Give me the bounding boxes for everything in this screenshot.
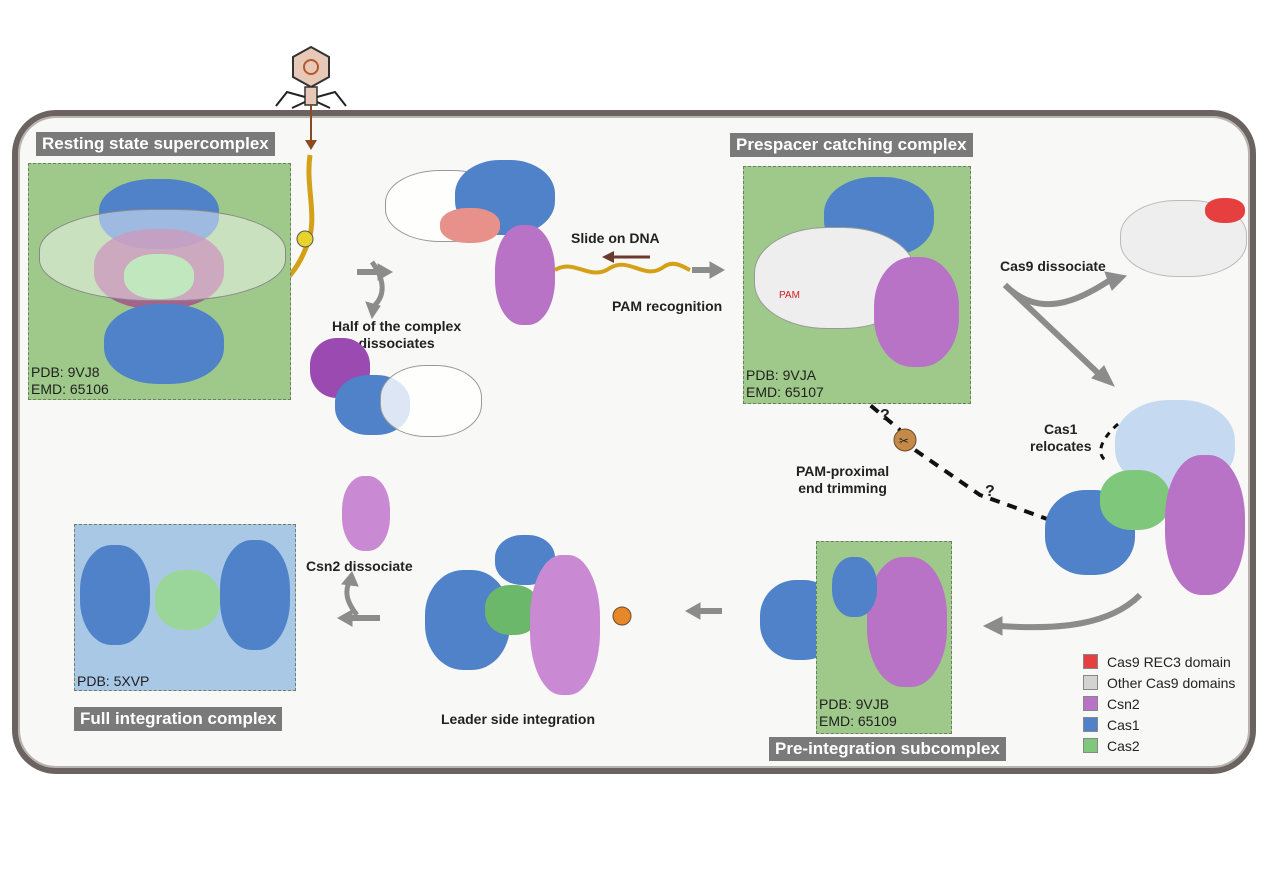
arrow-to-preintegration [999,592,1143,631]
csn2-structure [867,557,947,687]
pam-label: PAM [779,290,800,301]
legend-swatch [1083,675,1098,690]
rec3-structure [440,208,500,243]
title-preintegration: Pre-integration subcomplex [769,737,1006,761]
title-resting-state: Resting state supercomplex [36,132,275,156]
label-pam-recognition: PAM recognition [612,298,723,314]
phage-icon [275,45,347,150]
legend-item: Cas1 [1083,714,1235,735]
legend-swatch [1083,654,1098,669]
nuclease-icon [296,230,314,248]
legend-item: Other Cas9 domains [1083,672,1235,693]
panel-full-integration: PDB: 5XVP [74,524,296,691]
svg-text:✂: ✂ [899,434,909,448]
pdb-id: PDB: 5XVP [77,673,150,689]
cas9-structure [39,209,286,301]
label-leader-side: Leader side integration [441,711,596,727]
cas2-structure [1100,470,1170,530]
csn2-structure [530,555,600,695]
legend-item: Cas9 REC3 domain [1083,651,1235,672]
scissors-icon-2 [612,606,632,626]
title-prespacer: Prespacer catching complex [730,133,973,157]
label-slide: Slide on DNA [571,230,660,246]
arrow-to-relocate [1002,282,1103,378]
legend-item: Cas2 [1083,735,1235,756]
csn2-structure [495,225,555,325]
dashed-relocate [1099,422,1119,464]
cas2-structure [155,570,220,630]
label-csn2-dissociate: Csn2 dissociate [306,558,413,574]
legend-swatch [1083,738,1098,753]
rec3-structure [1205,198,1245,223]
cas1-structure [832,557,877,617]
title-full-integration: Full integration complex [74,707,283,731]
arrow-half-dissociate [369,260,385,307]
csn2-structure [874,257,959,367]
cas1-structure [104,304,224,384]
legend-swatch [1083,696,1098,711]
question-mark: ? [880,407,890,424]
cas9-structure [380,365,482,437]
legend: Cas9 REC3 domain Other Cas9 domains Csn2… [1083,651,1235,756]
label-cas9-dissociate: Cas9 dissociate [1000,258,1106,274]
legend-item: Csn2 [1083,693,1235,714]
csn2-structure [1165,455,1245,595]
cas1-structure [80,545,150,645]
question-mark: ? [985,483,995,500]
dna-helix [553,261,691,275]
scissors-icon [893,428,917,452]
dashed-path-lower [913,448,1051,522]
csn2-structure [342,476,390,551]
cas1-structure [220,540,290,650]
legend-swatch [1083,717,1098,732]
